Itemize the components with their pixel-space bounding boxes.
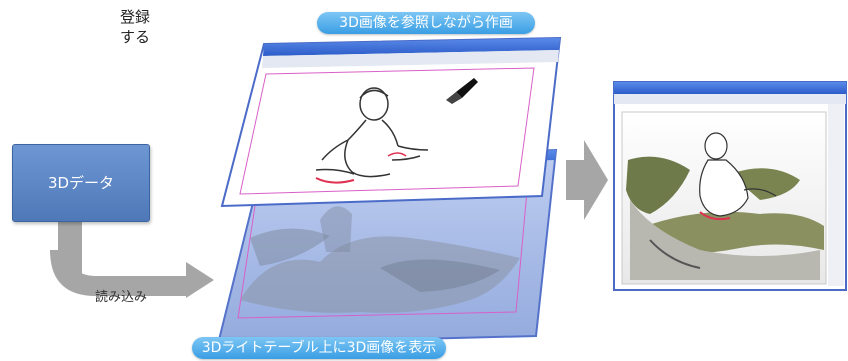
result-arrow [566, 140, 608, 220]
3d-data-box: 3Dデータ [12, 144, 150, 222]
load-arrow [50, 221, 214, 298]
top-label: 3D画像を参照しながら作画 [317, 12, 535, 34]
drawing-layer [220, 36, 562, 208]
pen-icon [446, 78, 478, 104]
corner-text-register: 登録 [120, 8, 151, 26]
corner-text-do: する [120, 28, 151, 46]
result-window [613, 81, 847, 291]
bottom-label: 3Dライトテーブル上に3D画像を表示 [192, 337, 446, 359]
load-label: 読み込み [95, 290, 148, 305]
